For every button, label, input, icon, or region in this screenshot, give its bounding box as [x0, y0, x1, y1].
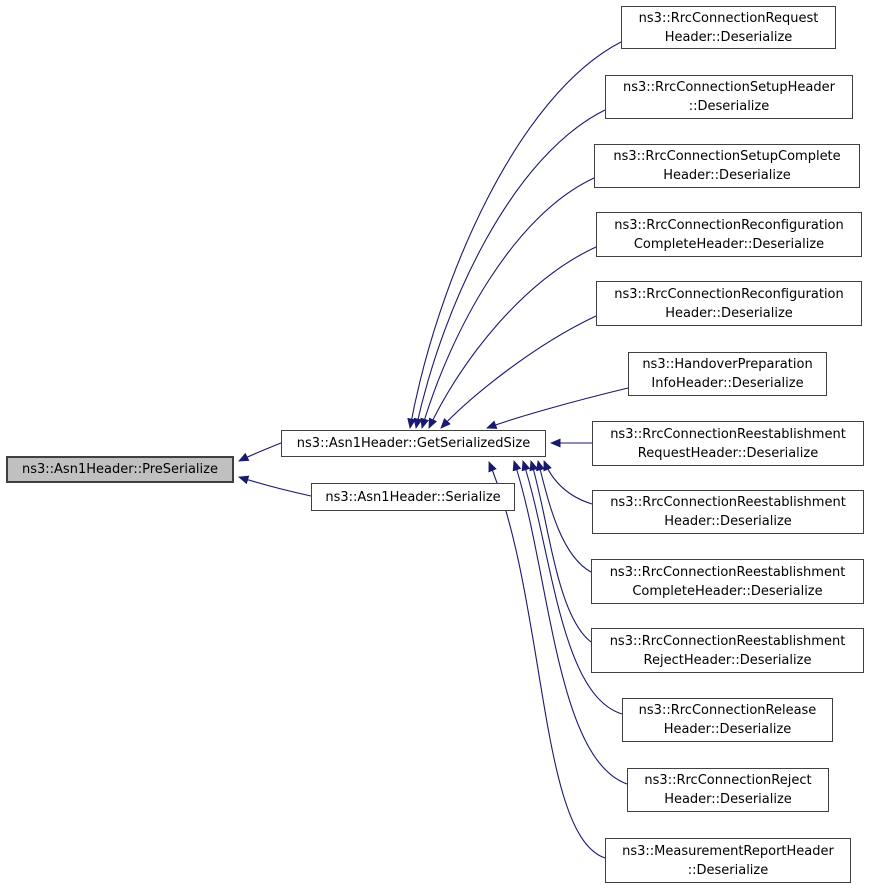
node-label-line2: RequestHeader::Deserialize	[637, 445, 819, 461]
node-label: ns3::Asn1Header::PreSerialize	[22, 462, 218, 477]
node-label-line2: CompleteHeader::Deserialize	[632, 583, 823, 599]
node-rrcconnectionrejectheader-deserialize[interactable]: ns3::RrcConnectionReject Header::Deseria…	[627, 768, 829, 812]
node-asn1header-preserialize[interactable]: ns3::Asn1Header::PreSerialize	[6, 456, 234, 483]
node-asn1header-getserializedsize[interactable]: ns3::Asn1Header::GetSerializedSize	[281, 430, 546, 457]
node-label-line2: Header::Deserialize	[664, 29, 793, 45]
node-label-line2: Header::Deserialize	[665, 305, 793, 321]
node-rrcconnectionsetupcompleteheader-deserialize[interactable]: ns3::RrcConnectionSetupComplete Header::…	[594, 144, 860, 188]
node-label-line2: CompleteHeader::Deserialize	[633, 236, 825, 252]
node-label-line2: InfoHeader::Deserialize	[651, 376, 804, 391]
node-label-line2: Header::Deserialize	[664, 514, 792, 529]
node-label: ns3::Asn1Header::Serialize	[325, 489, 501, 505]
node-rrcconnectionrequestheader-deserialize[interactable]: ns3::RrcConnectionRequest Header::Deseri…	[621, 6, 836, 49]
edge-rrcconnectionreject	[512, 460, 628, 785]
node-label-line2: Header::Deserialize	[664, 792, 792, 807]
node-measurementreportheader-deserialize[interactable]: ns3::MeasurementReportHeader ::Deseriali…	[605, 838, 851, 883]
node-asn1header-serialize[interactable]: ns3::Asn1Header::Serialize	[311, 483, 515, 511]
node-label-line1: ns3::RrcConnectionSetupHeader	[622, 80, 835, 95]
edge-measurementreport	[488, 461, 606, 859]
edge-rrcconnectionreestablishmentcomplete	[536, 460, 592, 573]
node-rrcconnectionreestablishmentrejectheader-deserialize[interactable]: ns3::RrcConnectionReestablishment Reject…	[591, 628, 864, 673]
node-label-line2: Header::Deserialize	[663, 722, 792, 737]
edge-handoverpreparationinfo	[486, 387, 629, 429]
node-rrcconnectionreestablishmentrequestheader-deserialize[interactable]: ns3::RrcConnectionReestablishment Reques…	[592, 421, 864, 466]
edge-rrcconnectionrelease	[521, 460, 623, 715]
node-label-line1: ns3::MeasurementReportHeader	[622, 843, 834, 859]
node-rrcconnectionreestablishmentcompleteheader-deserialize[interactable]: ns3::RrcConnectionReestablishment Comple…	[591, 559, 864, 604]
node-label-line2: RejectHeader::Deserialize	[643, 652, 812, 668]
node-label: ns3::Asn1Header::GetSerializedSize	[296, 436, 531, 451]
edge-rrcconnectionsetup	[413, 109, 606, 429]
edge-serialize-to-preserialize	[238, 475, 312, 497]
node-label-line2: Header::Deserialize	[663, 168, 791, 183]
node-label-line1: ns3::RrcConnectionReject	[644, 773, 812, 788]
edge-rrcconnectionrequest	[407, 41, 622, 429]
edge-getserializedsize-to-preserialize	[238, 442, 282, 462]
node-handoverpreparationinfoheader-deserialize[interactable]: ns3::HandoverPreparation InfoHeader::Des…	[628, 352, 827, 396]
node-label-line1: ns3::RrcConnectionRequest	[638, 10, 819, 26]
edge-rrcconnectionreestablishmentreject	[529, 460, 592, 643]
node-label-line2: ::Deserialize	[687, 862, 769, 878]
edge-rrcconnectionsetupcomplete	[420, 177, 595, 429]
node-label-line2: ::Deserialize	[688, 99, 770, 114]
node-rrcconnectionreconfigurationcompleteheader-deserialize[interactable]: ns3::RrcConnectionReconfiguration Comple…	[596, 212, 862, 257]
node-label-line1: ns3::RrcConnectionSetupComplete	[613, 149, 841, 164]
edge-rrcconnectionreestablishment	[543, 460, 593, 505]
edge-rrcconnectionreconfigurationcomplete	[428, 246, 597, 429]
node-rrcconnectionsetupheader-deserialize[interactable]: ns3::RrcConnectionSetupHeader ::Deserial…	[605, 75, 853, 119]
node-label-line1: ns3::RrcConnectionReestablishment	[610, 426, 846, 442]
node-label-line1: ns3::RrcConnectionReestablishment	[610, 495, 846, 510]
node-rrcconnectionreleaseheader-deserialize[interactable]: ns3::RrcConnectionRelease Header::Deseri…	[622, 698, 833, 742]
node-label-line1: ns3::RrcConnectionReestablishment	[609, 564, 846, 580]
node-rrcconnectionreconfigurationheader-deserialize[interactable]: ns3::RrcConnectionReconfiguration Header…	[596, 281, 862, 326]
node-rrcconnectionreestablishmentheader-deserialize[interactable]: ns3::RrcConnectionReestablishment Header…	[592, 490, 864, 534]
node-label-line1: ns3::RrcConnectionReconfiguration	[614, 217, 844, 233]
node-label-line1: ns3::RrcConnectionReestablishment	[609, 633, 846, 649]
node-label-line1: ns3::RrcConnectionRelease	[638, 703, 817, 718]
edge-rrcconnectionreconfiguration	[440, 315, 597, 429]
node-label-line1: ns3::RrcConnectionReconfiguration	[614, 286, 844, 302]
node-label-line1: ns3::HandoverPreparation	[642, 357, 813, 372]
